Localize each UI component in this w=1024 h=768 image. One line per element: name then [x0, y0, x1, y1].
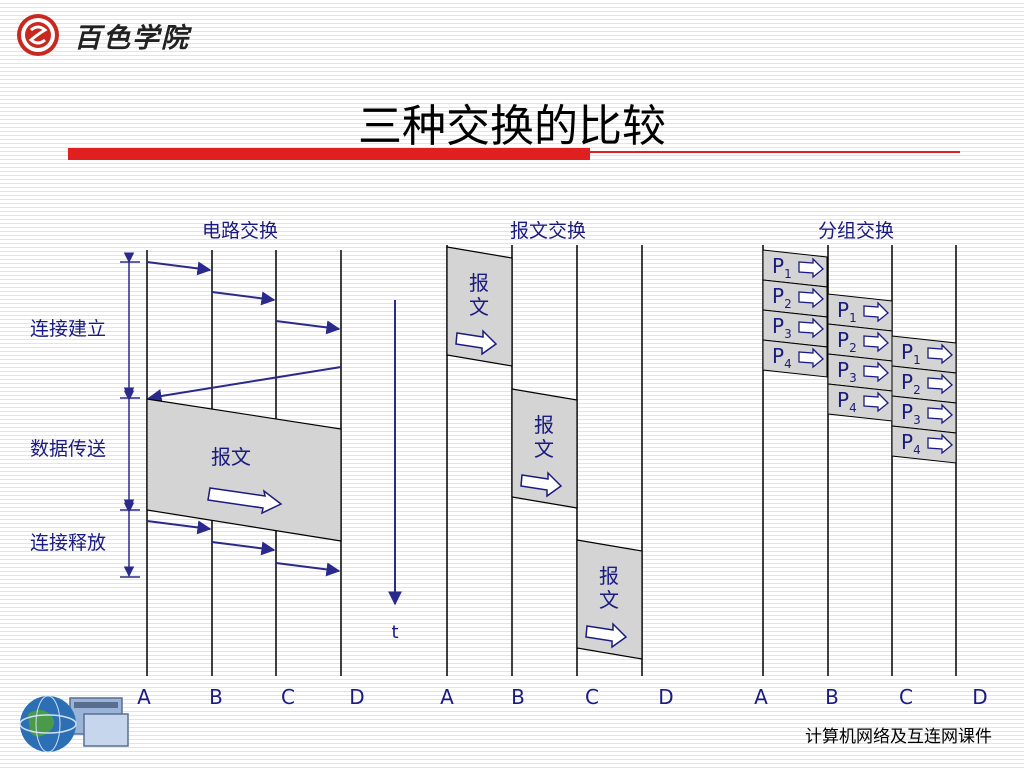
svg-text:报: 报	[534, 413, 554, 437]
node-label-a: A	[754, 685, 768, 709]
circuit-data-box	[146, 398, 342, 542]
circuit-release-arrows	[146, 520, 341, 577]
message-box-labels: 报 文 报 文 报 文	[469, 271, 619, 612]
phase-label-setup: 连接建立	[30, 318, 106, 340]
node-labels: A B C D A B C D A B C D	[137, 685, 988, 709]
node-label-a: A	[137, 685, 151, 709]
node-label-b: B	[209, 685, 223, 709]
logo-text: 百色学院	[74, 23, 190, 54]
packet-label: P4	[901, 430, 921, 457]
packet-label: P3	[837, 358, 857, 385]
packet-arrow-icon	[927, 403, 953, 425]
svg-text:报: 报	[599, 564, 619, 588]
section-title-message: 报文交换	[510, 220, 586, 242]
packet-label: P2	[772, 284, 792, 311]
circuit-setup-arrows	[146, 261, 342, 403]
section-title-circuit: 电路交换	[202, 220, 278, 242]
section-title-packet: 分组交换	[818, 220, 894, 242]
circuit-direction-arrow-icon	[207, 487, 283, 515]
title-underline-line	[590, 151, 960, 153]
circuit-message-label: 报文	[211, 445, 251, 469]
packet-label: P3	[772, 314, 792, 341]
packet-arrow-icon	[863, 331, 889, 353]
node-label-c: C	[585, 685, 599, 709]
message-direction-arrow-icons	[455, 329, 628, 649]
node-label-d: D	[658, 685, 673, 709]
title-underline-bar	[68, 148, 590, 160]
footer-text: 计算机网络及互连网课件	[805, 727, 992, 747]
packet-label: P1	[772, 254, 792, 281]
packet-label: P3	[901, 400, 921, 427]
packet-label: P1	[837, 298, 857, 325]
packet-arrow-icon	[927, 343, 953, 365]
college-logo	[17, 14, 59, 56]
packet-label: P1	[901, 340, 921, 367]
node-label-b: B	[511, 685, 525, 709]
packet-label: P2	[837, 328, 857, 355]
node-label-a: A	[440, 685, 454, 709]
node-label-d: D	[349, 685, 364, 709]
packet-arrow-icon	[863, 391, 889, 413]
packet-box	[762, 339, 828, 378]
time-axis-label: t	[391, 622, 398, 643]
node-label-c: C	[281, 685, 295, 709]
node-label-b: B	[825, 685, 839, 709]
packet-label: P4	[772, 344, 792, 371]
svg-text:报: 报	[469, 271, 489, 295]
packet-arrow-icon	[927, 373, 953, 395]
svg-text:文: 文	[599, 588, 619, 612]
packet-label: P2	[901, 370, 921, 397]
globe-computer-icon	[19, 695, 129, 753]
packet-arrow-icon	[863, 301, 889, 323]
packet-arrow-icon	[863, 361, 889, 383]
packet-box	[891, 425, 957, 464]
node-label-d: D	[972, 685, 987, 709]
svg-text:文: 文	[534, 437, 554, 461]
packet-label: P4	[837, 388, 857, 415]
packet-arrow-icon	[798, 287, 824, 309]
phase-label-release: 连接释放	[30, 532, 106, 554]
page-title: 三种交换的比较	[358, 101, 666, 152]
packet-arrow-icon	[798, 347, 824, 369]
packet-arrow-icon	[798, 257, 824, 279]
svg-text:文: 文	[469, 295, 489, 319]
phase-brackets	[120, 252, 140, 578]
node-label-c: C	[899, 685, 913, 709]
phase-label-transfer: 数据传送	[30, 438, 106, 460]
packet-arrow-icon	[927, 433, 953, 455]
packet-arrow-icon	[798, 317, 824, 339]
